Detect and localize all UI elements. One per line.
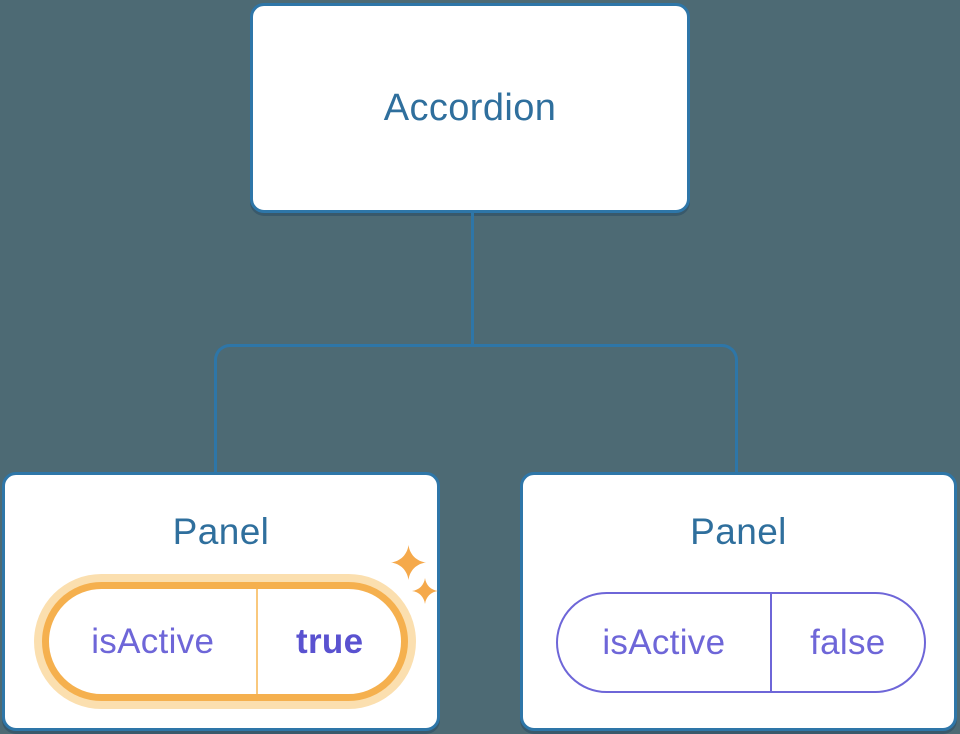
branch-connector-bracket xyxy=(214,344,738,472)
trunk-connector-line xyxy=(471,212,474,345)
prop-pill-active: isActive true xyxy=(42,582,408,701)
prop-value: false xyxy=(810,622,886,662)
sparkle-icon xyxy=(391,545,426,580)
panel-node-label: Panel xyxy=(172,511,270,552)
panel-node-label: Panel xyxy=(690,511,787,552)
prop-name: isActive xyxy=(49,589,259,694)
prop-name: isActive xyxy=(558,594,772,691)
prop-pill-inactive: isActive false xyxy=(556,592,926,693)
accordion-node: Accordion xyxy=(250,3,690,213)
accordion-node-label: Accordion xyxy=(383,86,557,129)
panel-node-active: Panel isActive true xyxy=(2,472,440,731)
panel-node-inactive: Panel isActive false xyxy=(520,472,957,731)
prop-value: true xyxy=(296,621,364,661)
sparkle-icon xyxy=(412,578,438,604)
